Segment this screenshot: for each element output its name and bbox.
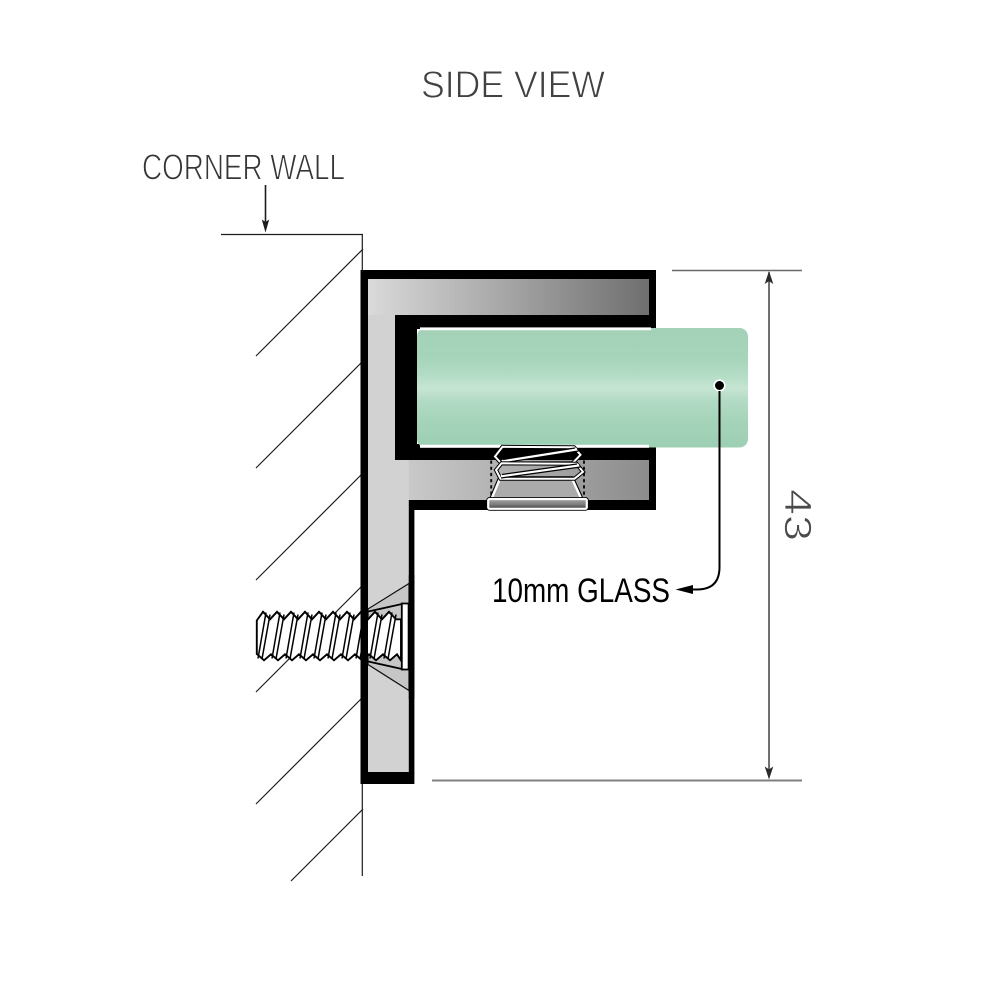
svg-text:SIDE VIEW: SIDE VIEW: [421, 65, 605, 107]
svg-text:10mm GLASS: 10mm GLASS: [492, 572, 670, 610]
svg-text:CORNER WALL: CORNER WALL: [142, 147, 345, 188]
svg-text:43: 43: [776, 489, 818, 541]
